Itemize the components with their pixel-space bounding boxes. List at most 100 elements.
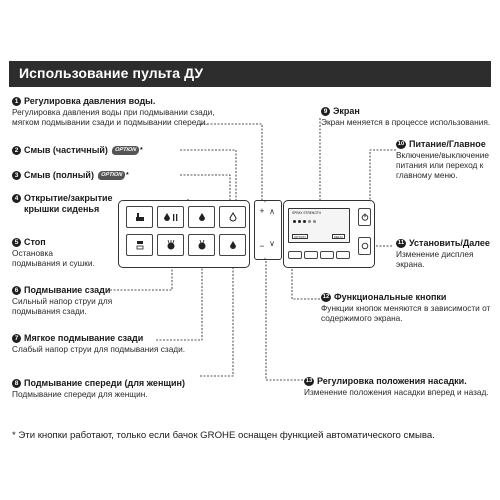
nozzle-down-button[interactable]: ∨ <box>269 239 275 248</box>
item-label: Открытие/закрытие <box>24 193 113 203</box>
item-desc: главному меню. <box>396 170 458 180</box>
number-badge: 9 <box>321 107 330 116</box>
soft-rear-wash-button[interactable] <box>188 234 215 256</box>
item-desc: Экран меняется в процессе использования. <box>321 117 491 127</box>
item-desc: содержимого экрана. <box>321 313 403 323</box>
power-button[interactable] <box>358 208 371 226</box>
screen-title: SPRAY STRENGTH <box>292 211 321 215</box>
function-button-3[interactable] <box>320 251 334 259</box>
footnote: * Эти кнопки работают, только если бачок… <box>12 430 435 441</box>
nozzle-up-button[interactable]: ∧ <box>269 207 275 216</box>
number-badge: 5 <box>12 238 21 247</box>
item-label: Регулировка давления воды. <box>24 96 156 106</box>
water-pressure-button[interactable] <box>219 206 246 228</box>
number-badge: 10 <box>396 140 406 149</box>
item-label: Смыв (полный) <box>24 170 94 180</box>
number-badge: 3 <box>12 171 21 180</box>
function-button-1[interactable] <box>288 251 302 259</box>
item-label: Регулировка положения насадки. <box>317 376 467 386</box>
rear-wash-icon <box>167 240 174 250</box>
item-label: Подмывание спереди (для женщин) <box>24 378 185 388</box>
number-badge: 12 <box>321 293 331 302</box>
item-desc: питания или переход к <box>396 160 484 170</box>
remote-right-panel: SPRAY STRENGTH OPTION MENU <box>283 200 375 268</box>
front-wash-button[interactable] <box>219 234 246 256</box>
item-label: Подмывание сзади <box>24 285 111 295</box>
function-button-2[interactable] <box>304 251 318 259</box>
front-wash-icon <box>229 241 236 249</box>
flush-full-button[interactable] <box>188 206 215 228</box>
set-next-icon <box>361 242 368 250</box>
nozzle-control-panel: ∧ ∨ <box>264 200 282 260</box>
flush-partial-button[interactable] <box>157 206 184 228</box>
number-badge: 7 <box>12 334 21 343</box>
level-dot <box>303 220 306 223</box>
option-badge: OPTION <box>111 146 140 155</box>
footnote-star: * <box>140 147 143 154</box>
item-label: Мягкое подмывание сзади <box>24 333 144 343</box>
item-desc: Изменение дисплея <box>396 249 474 259</box>
remote-left-panel <box>118 200 250 268</box>
number-badge: 11 <box>396 239 406 248</box>
item-desc: Остановка <box>12 248 53 258</box>
screen-option-chip: OPTION <box>292 234 308 239</box>
item-desc: подмывания сзади. <box>12 306 87 316</box>
item-desc: Регулировка давления воды при подмывании… <box>12 107 215 117</box>
number-badge: 8 <box>12 379 21 388</box>
item-desc: Функции кнопок меняются в зависимости от <box>321 303 491 313</box>
pressure-plus-button[interactable]: + <box>259 206 265 216</box>
number-badge: 6 <box>12 286 21 295</box>
item-label: Смыв (частичный) <box>24 145 108 155</box>
item-label: Стоп <box>24 237 46 247</box>
title-bar: Использование пульта ДУ <box>9 61 491 87</box>
number-badge: 13 <box>304 377 314 386</box>
rear-wash-button[interactable] <box>157 234 184 256</box>
item-desc: экрана. <box>396 259 425 269</box>
stop-button[interactable] <box>126 234 153 256</box>
function-button-4[interactable] <box>336 251 350 259</box>
item-label: Установить/Далее <box>409 238 490 248</box>
level-dot <box>308 220 311 223</box>
page-title: Использование пульта ДУ <box>19 65 204 81</box>
seat-lid-button[interactable] <box>126 206 153 228</box>
number-badge: 2 <box>12 146 21 155</box>
item-desc: Сильный напор струи для <box>12 296 113 306</box>
screen-menu-chip: MENU <box>332 234 345 239</box>
pressure-minus-button[interactable]: − <box>259 241 265 251</box>
footnote-star: * <box>126 172 129 179</box>
option-badge: OPTION <box>97 171 126 180</box>
level-dot <box>298 220 301 223</box>
display-screen: SPRAY STRENGTH OPTION MENU <box>288 208 350 243</box>
level-dot <box>313 220 316 223</box>
item-label: Питание/Главное <box>409 139 486 149</box>
soft-rear-wash-icon <box>198 240 205 250</box>
item-desc: Включение/выключение <box>396 150 489 160</box>
item-desc: Изменение положения насадки вперед и наз… <box>304 387 489 397</box>
set-next-button[interactable] <box>358 237 371 255</box>
flush-full-icon <box>198 213 205 221</box>
item-desc: Подмывание спереди для женщин. <box>12 389 148 399</box>
item-label: Функциональные кнопки <box>334 292 447 302</box>
seat-lid-icon <box>135 213 144 221</box>
item-label: крышки сиденья <box>24 204 100 214</box>
item-label: Экран <box>333 106 360 116</box>
stop-icon <box>136 241 143 250</box>
water-drop-icon <box>228 212 237 222</box>
flush-partial-icon <box>163 213 177 221</box>
level-dot <box>293 220 296 223</box>
item-desc: Слабый напор струи для подмывания сзади. <box>12 344 186 354</box>
item-desc: подмывания и сушки. <box>12 258 95 268</box>
